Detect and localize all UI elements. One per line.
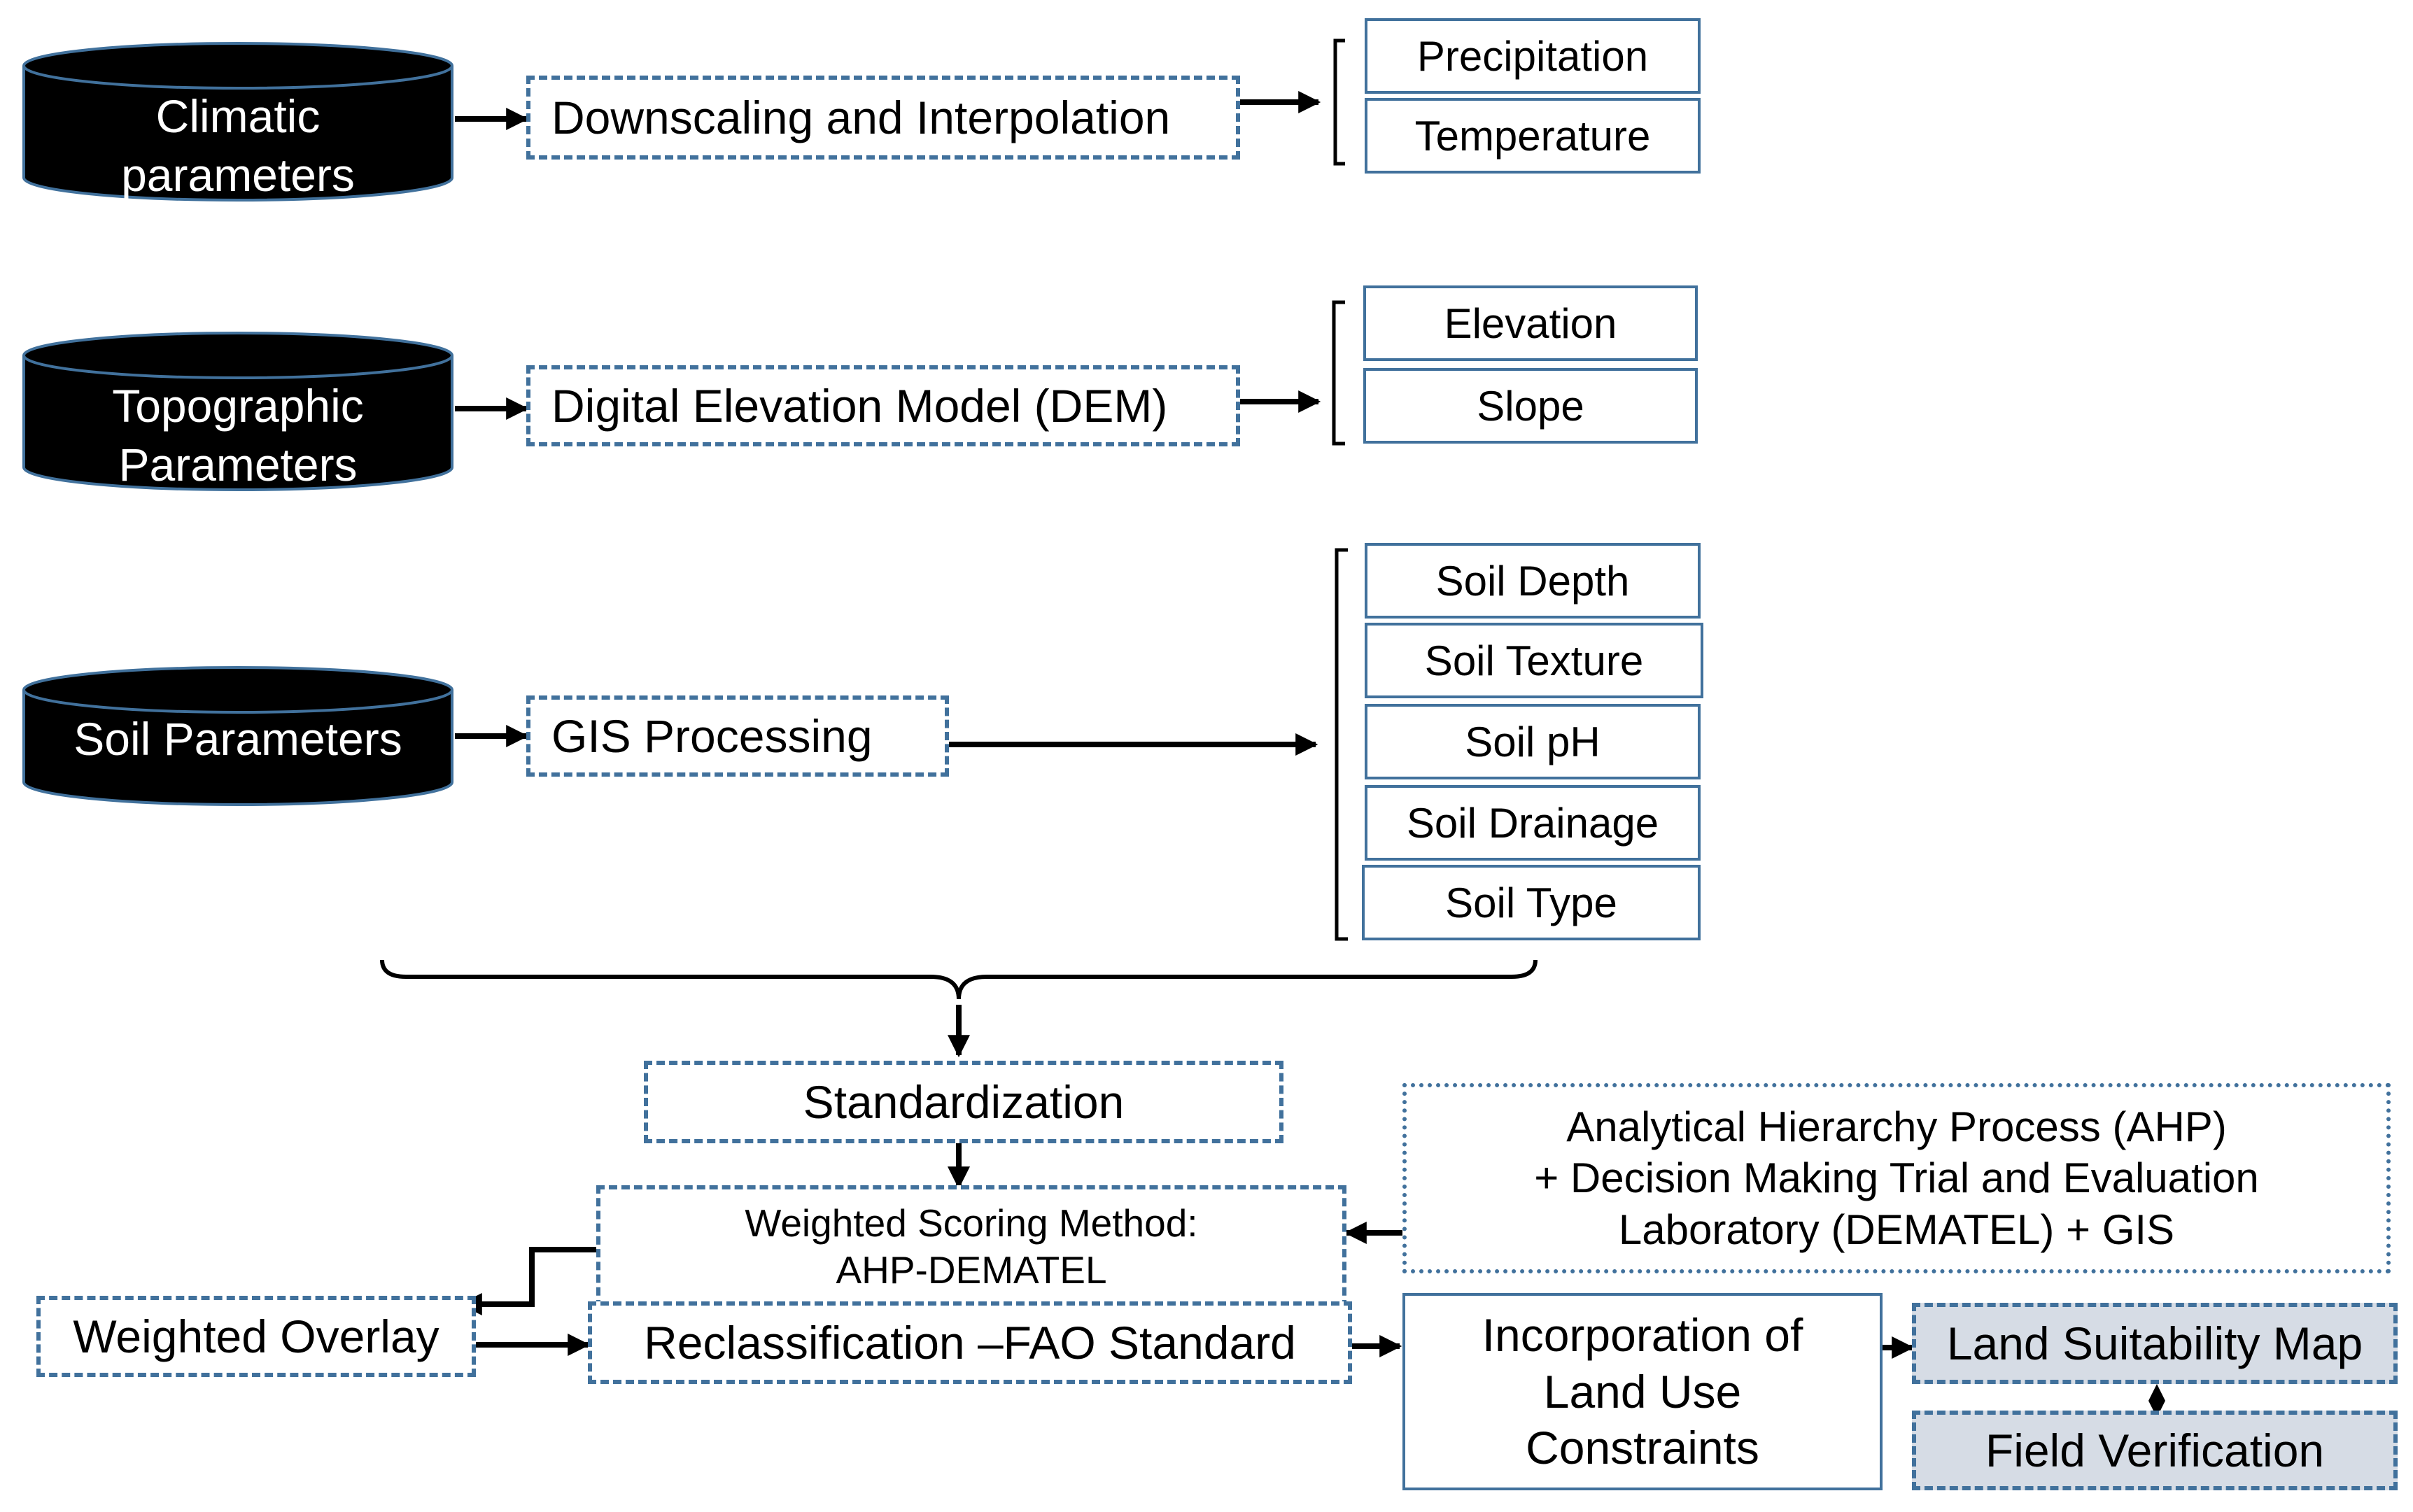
precipitation-label: Precipitation [1416,32,1649,80]
elevation-label: Elevation [1444,299,1617,347]
elevation-box: Elevation [1363,285,1698,361]
climatic-database-label: Climatic parameters [121,90,355,201]
land-suitability-map-box: Land Suitability Map [1912,1303,2398,1384]
soil-ph-box: Soil pH [1365,704,1701,779]
weighted-scoring-line1: Weighted Scoring Method: [745,1201,1198,1245]
topographic-database: Topographic Parameters [21,330,455,493]
bracket-soil-outputs [1335,548,1348,941]
climatic-database: Climatic parameters [21,41,455,203]
bracket-climatic-outputs [1333,38,1345,166]
ahp-dematel-box: Analytical Hierarchy Process (AHP) + Dec… [1402,1083,2391,1273]
slope-box: Slope [1363,368,1698,444]
dem-label: Digital Elevation Model (DEM) [551,380,1168,432]
soil-texture-box: Soil Texture [1365,623,1703,698]
dem-box: Digital Elevation Model (DEM) [526,365,1240,446]
gis-processing-box: GIS Processing [526,695,949,777]
topographic-database-label: Topographic Parameters [112,380,364,490]
land-suitability-map-label: Land Suitability Map [1946,1317,2363,1369]
soil-drainage-label: Soil Drainage [1406,799,1659,847]
weighted-scoring-box: Weighted Scoring Method: AHP-DEMATEL [596,1185,1346,1308]
soil-depth-box: Soil Depth [1365,543,1701,619]
temperature-box: Temperature [1365,98,1701,174]
weighted-overlay-box: Weighted Overlay [36,1296,476,1377]
temperature-label: Temperature [1414,112,1651,160]
standardization-box: Standardization [644,1061,1283,1143]
soil-database: Soil Parameters [21,665,455,807]
reclassification-box: Reclassification –FAO Standard [588,1301,1352,1384]
precipitation-box: Precipitation [1365,18,1701,94]
soil-drainage-box: Soil Drainage [1365,785,1701,861]
ahp-line1: Analytical Hierarchy Process (AHP) [1566,1103,2227,1151]
soil-database-label: Soil Parameters [73,713,402,765]
incorporation-line1: Incorporation of [1482,1309,1803,1362]
weighted-overlay-label: Weighted Overlay [73,1310,439,1362]
bracket-topographic-outputs [1332,300,1345,446]
weighted-scoring-line2: AHP-DEMATEL [836,1248,1107,1292]
curly-brace [380,959,1538,1000]
map-verification-link [2148,1384,2165,1418]
gis-processing-label: GIS Processing [551,710,873,762]
soil-depth-label: Soil Depth [1435,557,1630,605]
soil-type-box: Soil Type [1362,865,1701,940]
soil-texture-label: Soil Texture [1424,637,1644,684]
field-verification-box: Field Verification [1912,1411,2398,1490]
downscaling-box: Downscaling and Interpolation [526,76,1240,160]
incorporation-line3: Constraints [1526,1422,1759,1474]
soil-ph-label: Soil pH [1465,718,1601,765]
standardization-label: Standardization [803,1076,1125,1128]
incorporation-box: Incorporation of Land Use Constraints [1402,1293,1883,1490]
slope-label: Slope [1477,382,1584,430]
downscaling-label: Downscaling and Interpolation [551,92,1171,143]
reclassification-label: Reclassification –FAO Standard [644,1317,1296,1369]
ahp-line2: + Decision Making Trial and Evaluation [1534,1154,2259,1202]
arrow-weighted-to-overlay [459,1247,596,1315]
ahp-line3: Laboratory (DEMATEL) + GIS [1618,1206,2175,1253]
field-verification-label: Field Verification [1985,1425,2325,1476]
incorporation-line2: Land Use [1543,1365,1742,1418]
soil-type-label: Soil Type [1445,879,1617,926]
